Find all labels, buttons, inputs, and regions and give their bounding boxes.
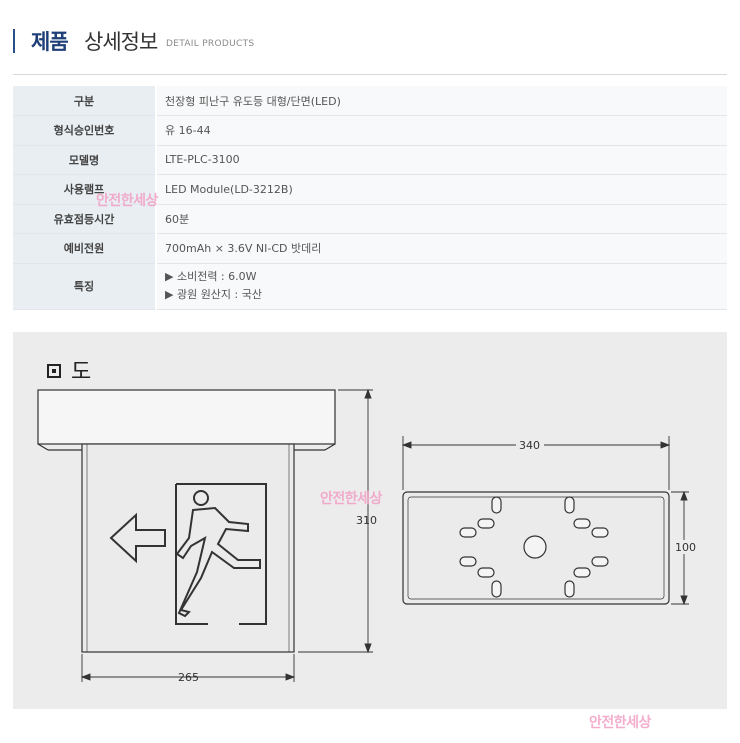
header-title: 상세정보 (84, 30, 158, 54)
header-subtitle-en: DETAIL PRODUCTS (166, 39, 255, 49)
ceiling-box-outline (37, 389, 336, 445)
mounting-slots (459, 496, 609, 598)
spec-row: 모델명 LTE-PLC-3100 (13, 145, 727, 175)
spec-row: 예비전원 700mAh × 3.6V NI-CD 밧데리 (13, 233, 727, 264)
watermark: 안전한세상 (589, 715, 651, 731)
header-title-bold: 제품 (31, 30, 69, 54)
dim-width-front: 265 (178, 671, 199, 684)
watermark: 안전한세상 (320, 491, 382, 507)
spec-row: 사용램프 LED Module(LD-3212B) (13, 174, 727, 205)
spec-value: 천장형 피난구 유도등 대형/단면(LED) (156, 86, 727, 116)
spec-table: 구분 천장형 피난구 유도등 대형/단면(LED) 형식승인번호 유 16-44… (13, 86, 727, 310)
spec-features: ▶ 소비전력 : 6.0W ▶ 광원 원산지 : 국산 (156, 263, 727, 310)
spec-label: 구분 (13, 86, 157, 116)
spec-row: 유효점등시간 60분 (13, 204, 727, 234)
spec-value: 700mAh × 3.6V NI-CD 밧데리 (156, 233, 727, 264)
spec-label: 사용램프 (13, 174, 157, 205)
spec-label: 형식승인번호 (13, 115, 157, 146)
spec-value: LTE-PLC-3100 (156, 145, 727, 175)
spec-label: 예비전원 (13, 233, 157, 264)
square-bullet-icon (47, 364, 61, 378)
spec-label: 유효점등시간 (13, 204, 157, 234)
spec-row: 구분 천장형 피난구 유도등 대형/단면(LED) (13, 86, 727, 116)
header-divider (13, 74, 727, 75)
dim-depth-top: 100 (675, 541, 696, 554)
dim-width-top: 340 (519, 439, 540, 452)
spec-value: 60분 (156, 204, 727, 234)
spec-value: LED Module(LD-3212B) (156, 174, 727, 205)
spec-row: 특징 ▶ 소비전력 : 6.0W ▶ 광원 원산지 : 국산 (13, 263, 727, 310)
drawing-panel: 도 면 (13, 332, 727, 709)
feature-item: ▶ 광원 원산지 : 국산 (165, 288, 262, 301)
spec-label: 모델명 (13, 145, 157, 175)
arrow-left-icon (109, 512, 166, 564)
section-header: 제품 상세정보 DETAIL PRODUCTS (0, 0, 740, 75)
spec-label: 특징 (13, 263, 157, 310)
header-accent-bar (13, 29, 15, 53)
dim-height-front: 310 (356, 514, 377, 527)
spec-row: 형식승인번호 유 16-44 (13, 115, 727, 146)
running-man-icon (175, 483, 267, 625)
technical-drawing: 310 265 (37, 388, 699, 684)
spec-value: 유 16-44 (156, 115, 727, 146)
feature-item: ▶ 소비전력 : 6.0W (165, 270, 257, 283)
watermark: 안전한세상 (96, 193, 158, 209)
